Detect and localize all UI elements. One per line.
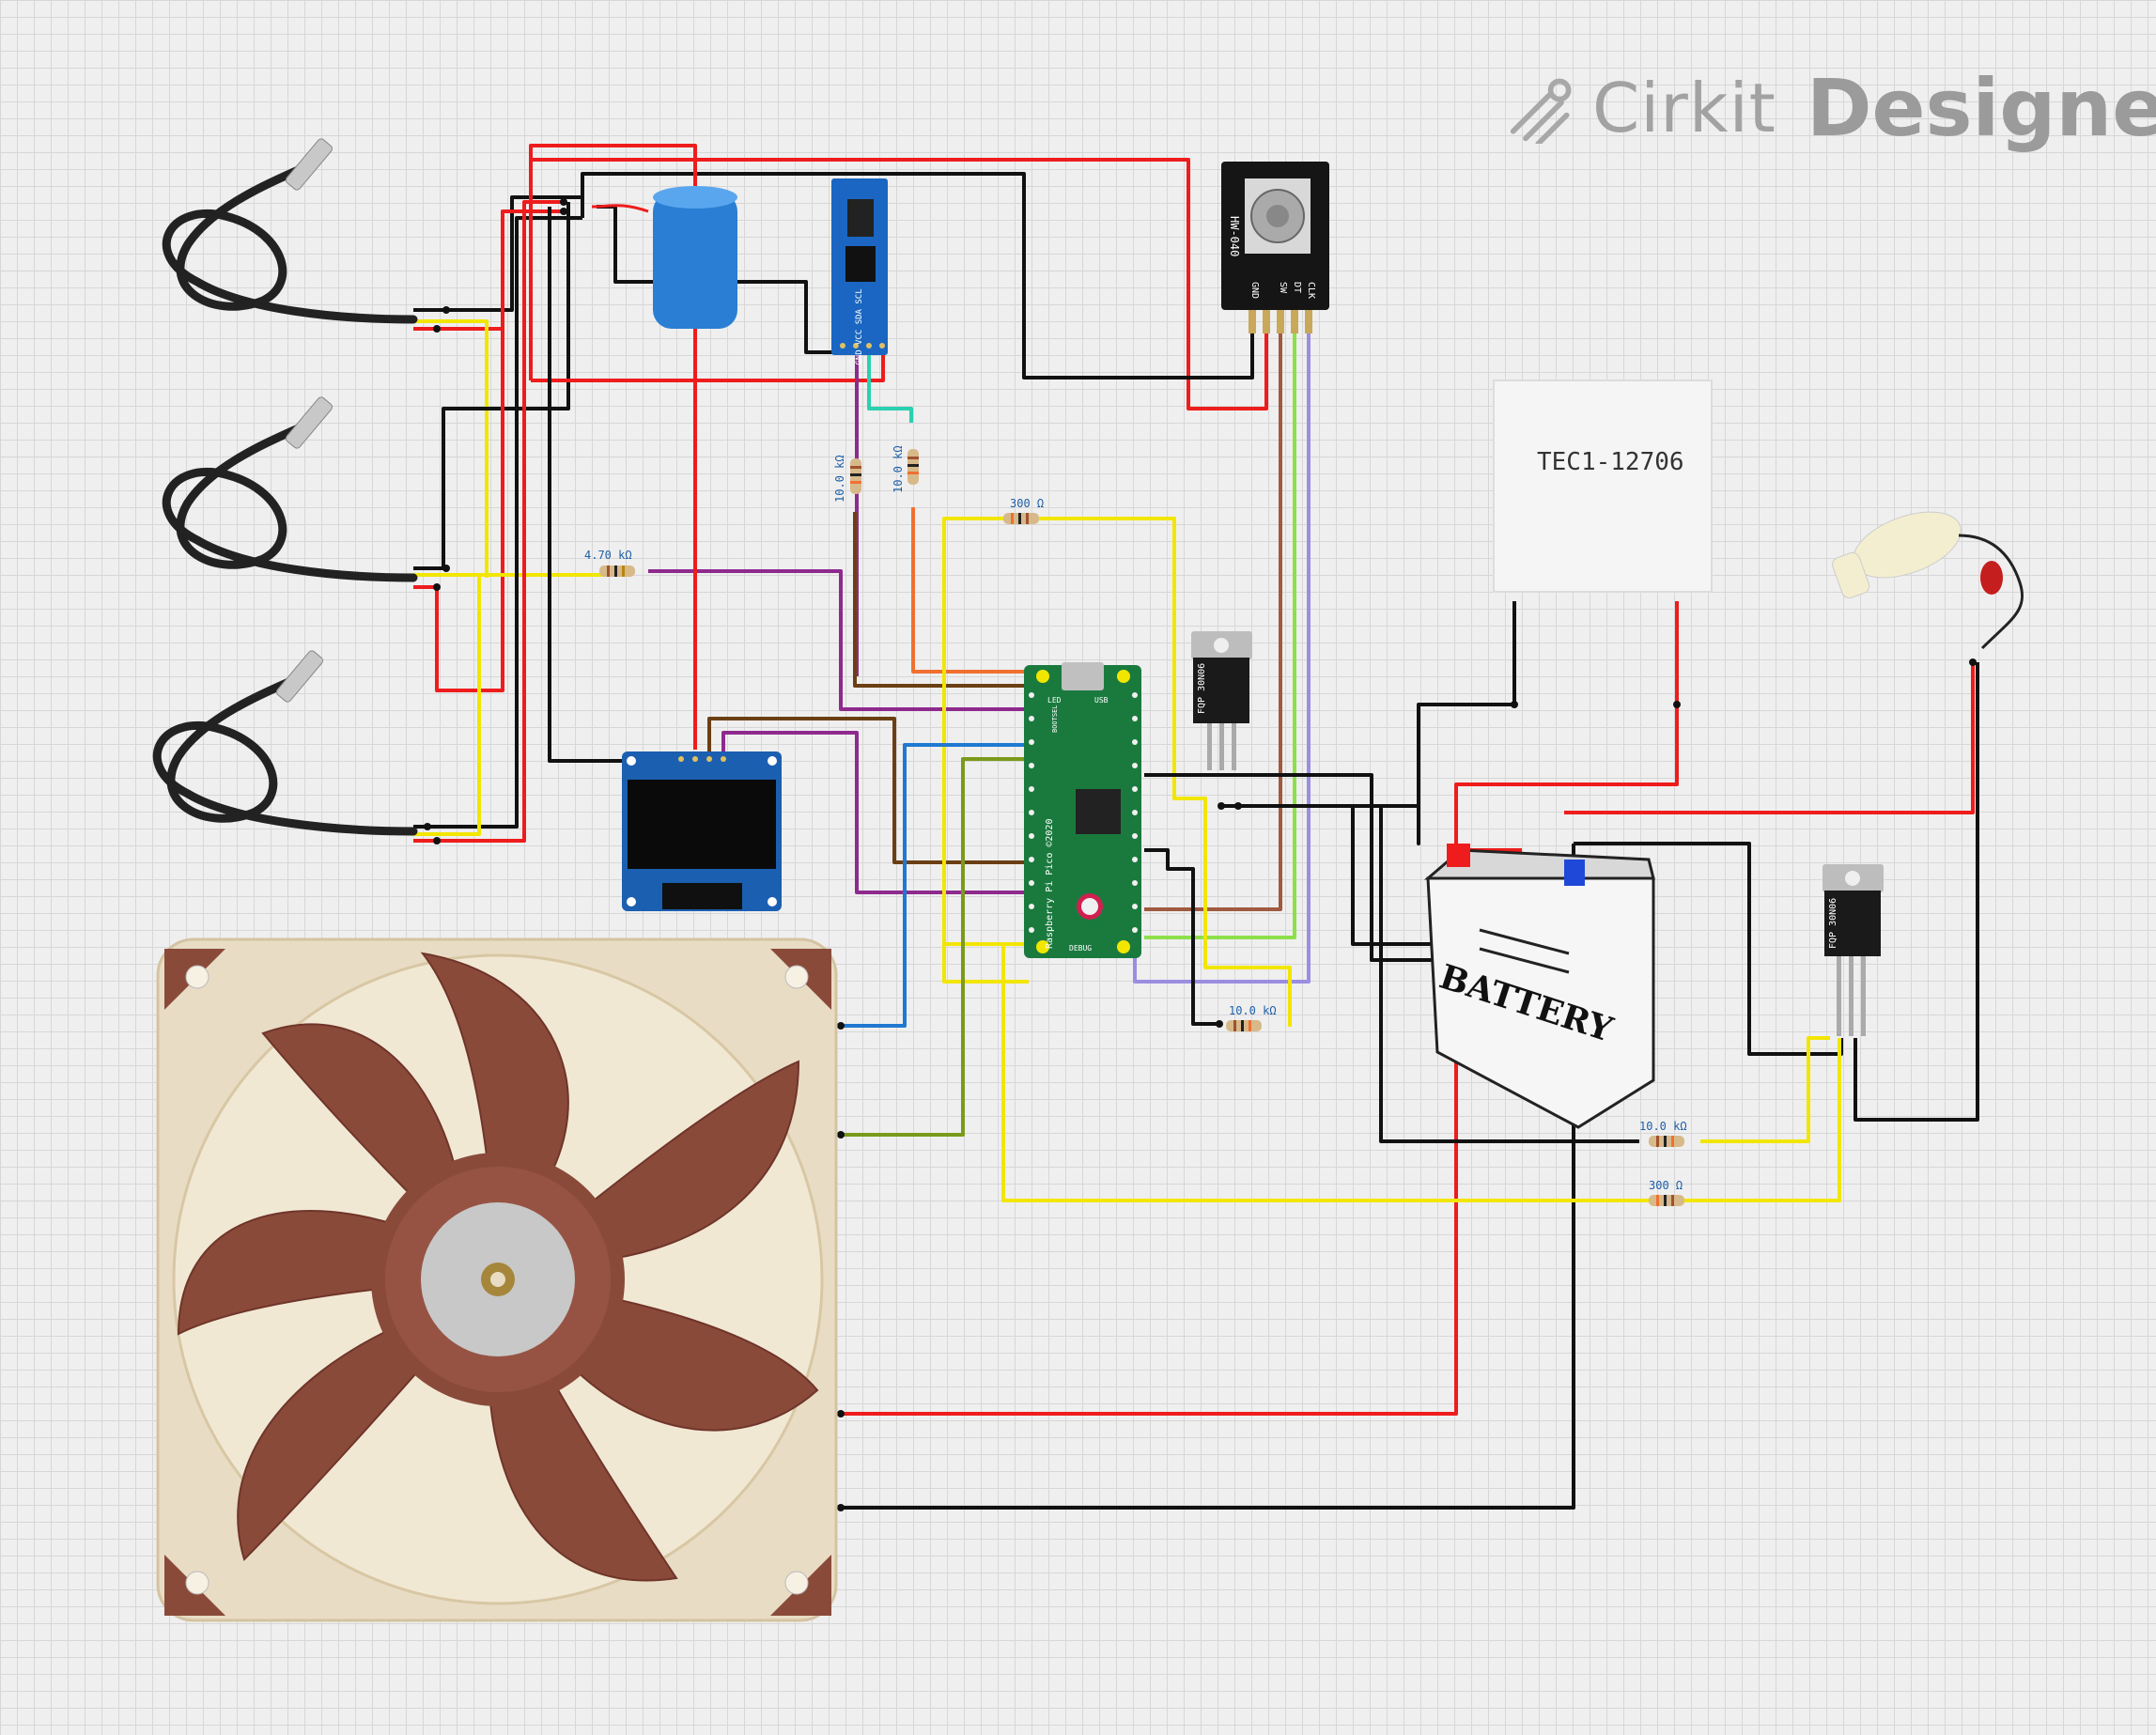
wire-rtc-vcc-red bbox=[531, 158, 1268, 411]
encoder-pin-clk: CLK bbox=[1306, 282, 1316, 299]
wire-pump-black bbox=[1854, 662, 1979, 1122]
wire-sensor1-vcc bbox=[413, 209, 564, 331]
wire-sensor1-gnd bbox=[413, 195, 582, 312]
temp-sensor-3[interactable] bbox=[152, 649, 418, 836]
mosfet-left[interactable]: FQP 30N06 bbox=[1191, 631, 1252, 770]
encoder-pin-sw: SW bbox=[1278, 282, 1288, 294]
wire-sensor2-vcc bbox=[413, 329, 504, 692]
wire-300-top-yellow bbox=[942, 942, 1029, 984]
raspberry-logo-icon bbox=[1077, 893, 1103, 920]
junctions bbox=[424, 198, 1977, 1511]
wire-sensor2-gnd bbox=[413, 202, 570, 570]
mosfet-right[interactable]: FQP 30N06 bbox=[1823, 864, 1884, 1036]
encoder-pin-gnd: GND bbox=[1249, 282, 1260, 299]
wire-4k7-purple bbox=[648, 569, 1029, 711]
wire-oled-sda-purple bbox=[721, 731, 1029, 894]
wire-300-bottom-yellow bbox=[1001, 944, 1841, 1202]
wire-rtc-red-bottom bbox=[531, 355, 885, 382]
resistor-4k7[interactable]: 4.70 kΩ bbox=[584, 549, 635, 577]
wire-enc-sw-rust bbox=[1144, 333, 1282, 911]
wire-i2c-pull-b-orange bbox=[911, 507, 1029, 674]
pico-title: Raspberry Pi Pico ©2020 bbox=[1045, 819, 1055, 949]
resistor-10k-right-label: 10.0 kΩ bbox=[1639, 1120, 1687, 1133]
tec-module[interactable]: TEC1-12706 bbox=[1493, 380, 1713, 593]
resistor-4k7-label: 4.70 kΩ bbox=[584, 549, 632, 562]
mosfet-left-label: FQP 30N06 bbox=[1197, 663, 1207, 714]
resistor-i2c-a-label: 10.0 kΩ bbox=[833, 455, 846, 503]
cirkit-logo-icon bbox=[1510, 78, 1572, 144]
resistor-10k-right[interactable]: 10.0 kΩ bbox=[1639, 1120, 1687, 1147]
resistor-10k-mid-label: 10.0 kΩ bbox=[1229, 1004, 1277, 1017]
resistor-10k-mid[interactable]: 10.0 kΩ bbox=[1226, 1004, 1277, 1031]
coin-battery-pack[interactable] bbox=[591, 186, 737, 329]
mosfet-right-label: FQP 30N06 bbox=[1828, 898, 1838, 949]
wire-fan-blue bbox=[841, 743, 1029, 1028]
resistor-300-top-label: 300 Ω bbox=[1010, 497, 1044, 510]
resistor-300-top[interactable]: 300 Ω bbox=[1003, 497, 1044, 524]
wire-tec-red bbox=[1454, 601, 1679, 850]
tec-label: TEC1-12706 bbox=[1537, 448, 1684, 476]
water-pump[interactable] bbox=[1830, 499, 2024, 650]
pico-usb-label: USB bbox=[1094, 696, 1109, 705]
car-battery[interactable]: BATTERY bbox=[1423, 844, 1655, 1129]
pico-led-label: LED bbox=[1047, 696, 1062, 705]
pico-debug-label: DEBUG bbox=[1069, 944, 1092, 953]
wire-pico-gnd-black bbox=[1144, 848, 1219, 1026]
logo-brand: Cirkit bbox=[1592, 69, 1776, 147]
raspberry-pi-pico[interactable]: LED USB BOOTSEL Raspberry Pi Pico ©2020 … bbox=[1024, 662, 1141, 958]
wire-mosfet-l-gate bbox=[1144, 773, 1482, 962]
resistor-i2c-b[interactable]: 10.0 kΩ bbox=[892, 445, 919, 493]
rotary-encoder[interactable]: HW-040 CLK DT SW GND bbox=[1221, 162, 1329, 333]
pico-bootsel-label: BOOTSEL bbox=[1051, 705, 1059, 733]
svg-text:GND VCC SDA SCL: GND VCC SDA SCL bbox=[855, 288, 864, 364]
wires bbox=[413, 144, 1979, 1510]
logo-product: Designer bbox=[1806, 62, 2156, 154]
wire-fan-olive bbox=[841, 757, 1029, 1137]
resistor-i2c-a[interactable]: 10.0 kΩ bbox=[833, 455, 861, 503]
temp-sensor-2[interactable] bbox=[162, 395, 418, 582]
wire-i2c-scl-teal bbox=[867, 355, 913, 423]
wire-i2c-pull-a-brown bbox=[853, 512, 1029, 688]
wire-sensor3-vcc bbox=[413, 200, 564, 843]
wire-oled-sck-brown bbox=[707, 717, 1029, 864]
encoder-pin-dt: DT bbox=[1292, 282, 1302, 293]
wire-pump-red bbox=[1564, 662, 1975, 814]
cirkit-designer-logo: Cirkit Designer bbox=[1508, 56, 2156, 160]
cooling-fan[interactable] bbox=[156, 937, 838, 1622]
wire-sensor3-data bbox=[413, 575, 481, 836]
rtc-module[interactable]: GND VCC SDA SCL bbox=[831, 178, 888, 365]
resistor-i2c-b-label: 10.0 kΩ bbox=[892, 445, 905, 493]
wire-enc-clk-lavender bbox=[1133, 333, 1311, 984]
resistor-300-bottom[interactable]: 300 Ω bbox=[1649, 1179, 1684, 1206]
wire-sensor1-data bbox=[413, 319, 489, 578]
wire-10k-right-yellow bbox=[1700, 1036, 1830, 1143]
oled-display[interactable] bbox=[622, 751, 782, 911]
temp-sensor-1[interactable] bbox=[162, 137, 418, 324]
wire-10k-right-black bbox=[1379, 806, 1639, 1143]
wire-300-yellow-loop bbox=[942, 517, 1292, 1027]
resistor-300-bottom-label: 300 Ω bbox=[1649, 1179, 1683, 1192]
encoder-label: HW-040 bbox=[1228, 216, 1241, 256]
